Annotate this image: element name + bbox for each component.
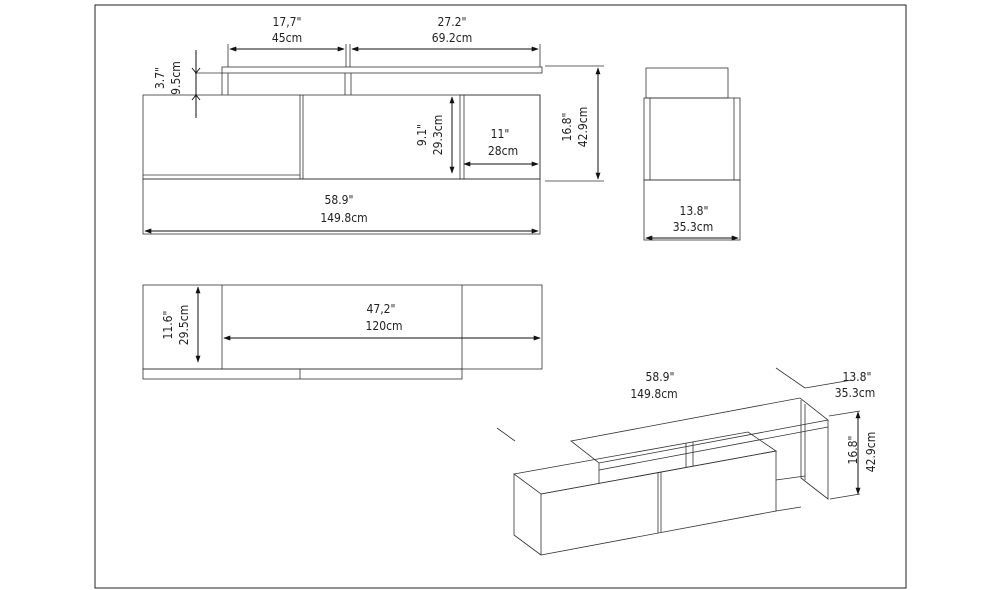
dim-top-left-width-metric: 45cm bbox=[272, 31, 302, 45]
dim-total-width-metric: 149.8cm bbox=[320, 211, 367, 225]
top-view: 11.6" 29.5cm 47,2" 120cm bbox=[142, 284, 543, 380]
front-view: 17,7" 45cm 27.2" 69.2cm 3.7" 9.5cm 9.1" … bbox=[142, 15, 604, 235]
dim-top-right-width-metric: 69.2cm bbox=[432, 31, 472, 45]
side-body bbox=[643, 97, 741, 181]
dim-total-height-imperial: 16.8" bbox=[560, 113, 574, 142]
dim-top-shelf-height-imperial: 3.7" bbox=[153, 67, 167, 89]
dim-top-view-height-metric: 29.5cm bbox=[177, 305, 191, 345]
isometric-view: 16.8" 42.9cm 58.9" 149.8cm 13.8" 35.3cm bbox=[496, 367, 878, 556]
dim-side-depth-imperial: 13.8" bbox=[680, 204, 709, 218]
dim-top-right-width-imperial: 27.2" bbox=[438, 15, 467, 29]
top-view-outline bbox=[142, 284, 543, 370]
dim-top-shelf-height-metric: 9.5cm bbox=[169, 61, 183, 95]
iso-cabinet-front bbox=[540, 450, 777, 556]
dim-top-view-width-imperial: 47,2" bbox=[367, 302, 396, 316]
dim-total-width-imperial: 58.9" bbox=[325, 193, 354, 207]
dim-inner-height-imperial: 9.1" bbox=[415, 124, 429, 146]
dim-top-left-width-imperial: 17,7" bbox=[273, 15, 302, 29]
side-top-shelf bbox=[645, 67, 729, 99]
dim-iso-width-imperial: 58.9" bbox=[646, 370, 675, 384]
dim-total-height-metric: 42.9cm bbox=[576, 107, 590, 147]
dim-iso-width-metric: 149.8cm bbox=[630, 387, 677, 401]
iso-cabinet-side bbox=[513, 474, 542, 556]
dim-top-view-height-imperial: 11.6" bbox=[161, 311, 175, 340]
top-view-base bbox=[142, 368, 463, 380]
dim-inner-height-metric: 29.3cm bbox=[431, 115, 445, 155]
dim-iso-depth-metric: 35.3cm bbox=[835, 386, 875, 400]
dim-open-width-imperial: 11" bbox=[491, 127, 510, 141]
dim-side-depth-metric: 35.3cm bbox=[673, 220, 713, 234]
iso-cabinet-top bbox=[513, 431, 778, 495]
side-view: 13.8" 35.3cm bbox=[643, 67, 741, 241]
dim-top-view-width-metric: 120cm bbox=[365, 319, 402, 333]
dim-iso-depth-imperial: 13.8" bbox=[843, 370, 872, 384]
dim-iso-height-imperial: 16.8" bbox=[846, 436, 860, 465]
iso-right-bay bbox=[800, 400, 829, 500]
iso-top-board bbox=[570, 397, 829, 464]
top-shelf-board bbox=[221, 66, 543, 74]
cabinet-upper-body bbox=[142, 94, 541, 180]
dim-iso-height-metric: 42.9cm bbox=[864, 432, 878, 472]
drawing-frame bbox=[94, 4, 907, 589]
dim-open-width-metric: 28cm bbox=[488, 144, 518, 158]
